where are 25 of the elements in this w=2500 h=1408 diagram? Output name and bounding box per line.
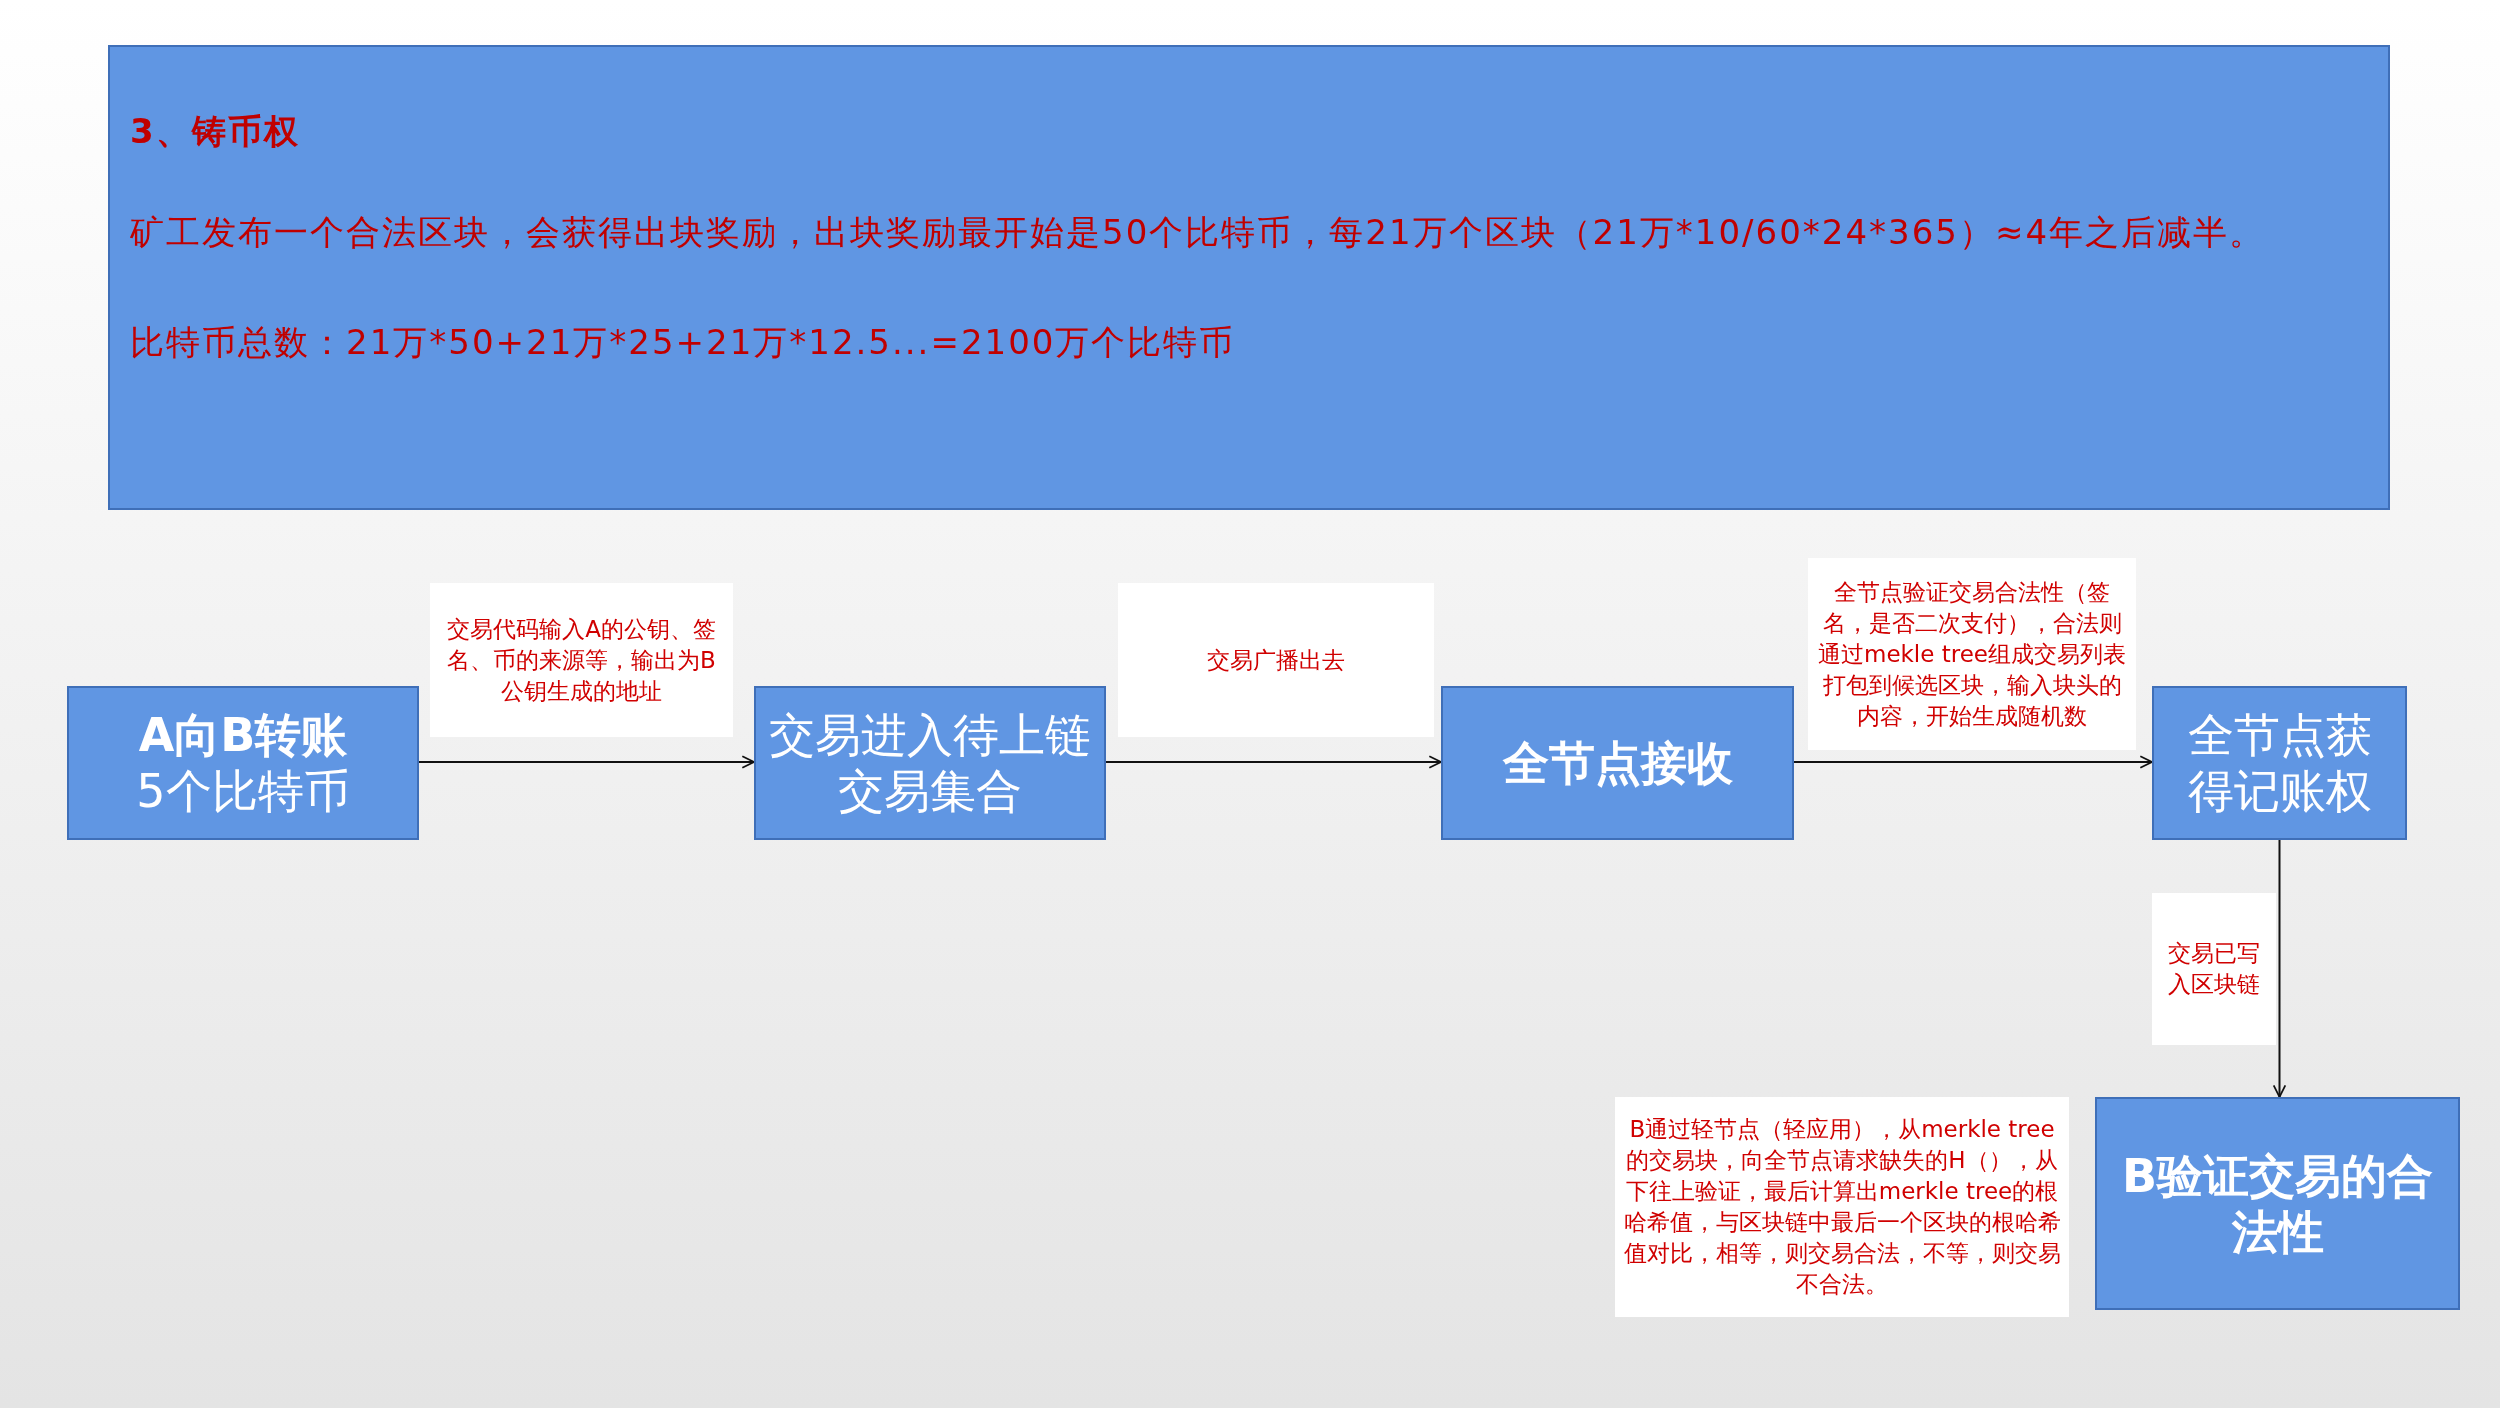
panel-heading: 3、铸币权 <box>130 111 301 152</box>
arrow <box>1105 755 1442 769</box>
box-label: 5个比特币 <box>136 763 350 819</box>
process-box <box>2152 686 2407 840</box>
box-label: 全节点接收 <box>1502 735 1733 791</box>
arrow <box>1793 755 2153 769</box>
box-label: B验证交易的合法性 <box>2120 1147 2435 1260</box>
box-label: 交易进入待上链交易集合 <box>768 707 1092 819</box>
process-box <box>754 686 1106 840</box>
panel-paragraph: 比特币总数：21万*50+21万*25+21万*12.5...=2100万个比特币 <box>130 320 1237 364</box>
process-box <box>2095 1097 2460 1310</box>
box-label: 全节点获得记账权 <box>2186 707 2373 819</box>
edge-label: 交易代码输入A的公钥、签名、币的来源等，输出为B公钥生成的地址 <box>430 583 733 737</box>
edge-label: 全节点验证交易合法性（签名，是否二次支付），合法则通过mekle tree组成交易列表打包到候选区块，输入块头的内容，开始生成随机数 <box>1808 558 2136 750</box>
arrow <box>418 755 755 769</box>
edge-label: 交易广播出去 <box>1118 583 1434 737</box>
arrow <box>2272 839 2287 1098</box>
note-box <box>1615 1097 2069 1317</box>
box-label: A向B转账 <box>138 707 348 763</box>
note-text: B通过轻节点（轻应用），从merkle tree的交易块，向全节点请求缺失的H（），从下往上验证，最后计算出merkle tree的根哈希值，与区块链中最后一个区块的根哈希值对比，相等，则交易合法，不等，则交易不合法。 <box>1623 1115 2061 1299</box>
edge-label: 交易已写入区块链 <box>2152 893 2276 1045</box>
info-panel <box>108 45 2390 510</box>
process-box <box>67 686 419 840</box>
process-box <box>1441 686 1794 840</box>
panel-paragraph: 矿工发布一个合法区块，会获得出块奖励，出块奖励最开始是50个比特币，每21万个区块（21万*10/60*24*365）≈4年之后减半。 <box>130 210 2267 254</box>
